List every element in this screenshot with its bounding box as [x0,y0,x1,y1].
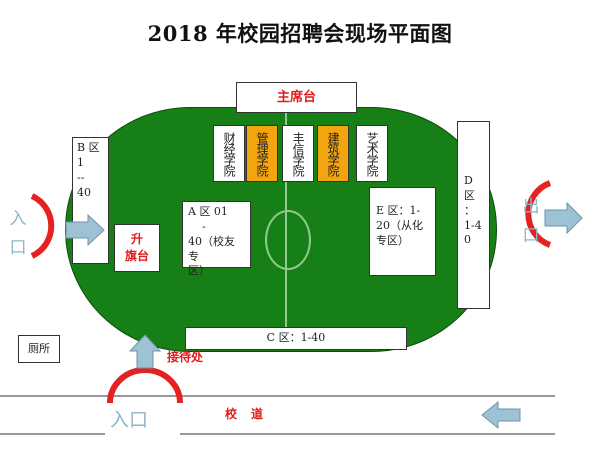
toilet: 厕所 [18,335,60,363]
zone-d: D 区 ： 1-4 0 [457,121,490,309]
bottom-entrance-arrow-icon [128,334,162,369]
field-center-circle [265,210,311,270]
flag-raising-label-2: 旗台 [124,249,149,263]
left-entrance-label: 入 口 [7,205,29,263]
zone-b-line: -- [77,170,85,184]
zone-b-line: 40 [77,185,91,199]
zone-d-line: 1-4 [464,218,482,232]
college-booth-fengxin: 丰信学院 [282,125,314,182]
zone-d-line: ： [464,203,475,217]
exit-label: 出 口 [520,193,542,251]
campus-road-label: 校道 [225,407,278,421]
zone-b-line: B 区 [77,141,100,154]
bottom-entrance-label: 入口 [110,409,149,431]
main-stage: 主席台 [236,82,357,113]
college-booth-architecture: 建筑学院 [317,125,349,182]
left-entrance-arc [30,193,55,259]
college-booth-finance: 财经学院 [213,125,245,182]
zone-b-line: 1 [77,155,84,169]
flag-raising-stage: 升 旗台 [114,224,160,272]
reception-label: 接待处 [167,350,204,364]
map-title: 2018 年校园招聘会现场平面图 [147,21,453,46]
zone-a: A 区 01 - 40（校友专 区） [182,201,251,277]
zone-d-line: D [464,174,473,187]
zone-e-line: 20（从化 [376,218,423,232]
zone-e: E 区：1- 20（从化 专区） [369,187,436,276]
zone-e-line: E 区：1- [376,204,421,217]
bottom-entrance-arc [107,367,183,404]
zone-a-line: - [202,219,206,233]
zone-e-line: 专区） [376,233,409,247]
zone-c: C 区：1-40 [185,327,407,350]
left-entrance-arrow-icon [65,213,105,247]
road-direction-arrow-icon [481,400,521,430]
zone-d-line: 0 [464,233,471,247]
right-exit-arc [525,180,552,248]
flag-raising-label-1: 升 [130,232,143,247]
zone-a-line: 区） [188,264,210,278]
right-exit-arrow-icon [544,201,583,235]
left-entrance-char: 口 [9,237,27,258]
college-booth-art: 艺术学院 [356,125,388,182]
zone-a-line: 40（校友专 [188,234,235,263]
exit-char: 出 [522,197,540,217]
left-entrance-char: 入 [9,209,27,229]
exit-char: 口 [522,225,540,246]
zone-d-line: 区 [464,188,475,202]
zone-a-line: A 区 01 [188,205,228,218]
college-booth-management: 管理学院 [246,125,278,182]
